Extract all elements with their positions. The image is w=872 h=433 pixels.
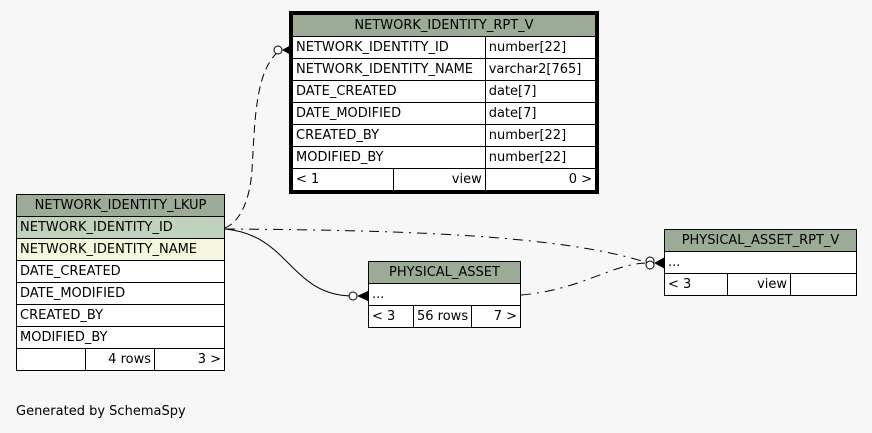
children-count: 3 >: [154, 348, 225, 371]
edge-lkup-to-physical-asset-rpt-v: [224, 228, 646, 263]
column-row[interactable]: CREATED_BY: [16, 304, 225, 327]
table-kind: view: [727, 273, 791, 296]
edge-lkup-to-rpt-v: [224, 49, 281, 229]
column-row-indexed[interactable]: NETWORK_IDENTITY_NAME: [16, 238, 225, 261]
crow-foot-icon: [654, 257, 665, 269]
crow-circle-icon: [645, 260, 655, 270]
table-network-identity-rpt-v[interactable]: NETWORK_IDENTITY_RPT_V NETWORK_IDENTITY_…: [289, 11, 599, 194]
table-network-identity-lkup[interactable]: NETWORK_IDENTITY_LKUP NETWORK_IDENTITY_I…: [16, 194, 225, 371]
column-row[interactable]: DATE_MODIFIED: [16, 282, 225, 305]
crow-foot-icon: [282, 45, 291, 55]
generated-by-label: Generated by SchemaSpy: [16, 404, 186, 419]
table-kind: view: [393, 168, 486, 193]
column-row-collapsed[interactable]: ...: [368, 283, 521, 306]
column-row[interactable]: MODIFIED_BY: [16, 326, 225, 349]
parents-count: [16, 348, 86, 371]
parents-count: < 3: [664, 273, 728, 296]
crow-foot-icon: [357, 291, 368, 301]
table-title[interactable]: PHYSICAL_ASSET: [368, 261, 521, 284]
parents-count: < 1: [290, 168, 394, 193]
column-row-collapsed[interactable]: ...: [664, 251, 857, 274]
column-row-primary-key[interactable]: NETWORK_IDENTITY_ID: [16, 216, 225, 239]
crow-circle-icon: [273, 45, 283, 55]
children-count: 7 >: [471, 305, 521, 328]
table-title[interactable]: NETWORK_IDENTITY_LKUP: [16, 194, 225, 217]
row-count: 56 rows: [412, 305, 473, 328]
edge-physical-asset-to-rpt-v: [520, 262, 646, 296]
crow-circle-icon: [348, 291, 358, 301]
children-count: [790, 273, 857, 296]
table-title[interactable]: NETWORK_IDENTITY_RPT_V: [290, 12, 598, 37]
column-row[interactable]: DATE_CREATED: [16, 260, 225, 283]
table-title[interactable]: PHYSICAL_ASSET_RPT_V: [664, 229, 857, 252]
edge-lkup-to-physical-asset: [224, 228, 353, 297]
children-count: 0 >: [484, 168, 598, 193]
row-count: 4 rows: [85, 348, 155, 371]
parents-count: < 3: [368, 305, 414, 328]
